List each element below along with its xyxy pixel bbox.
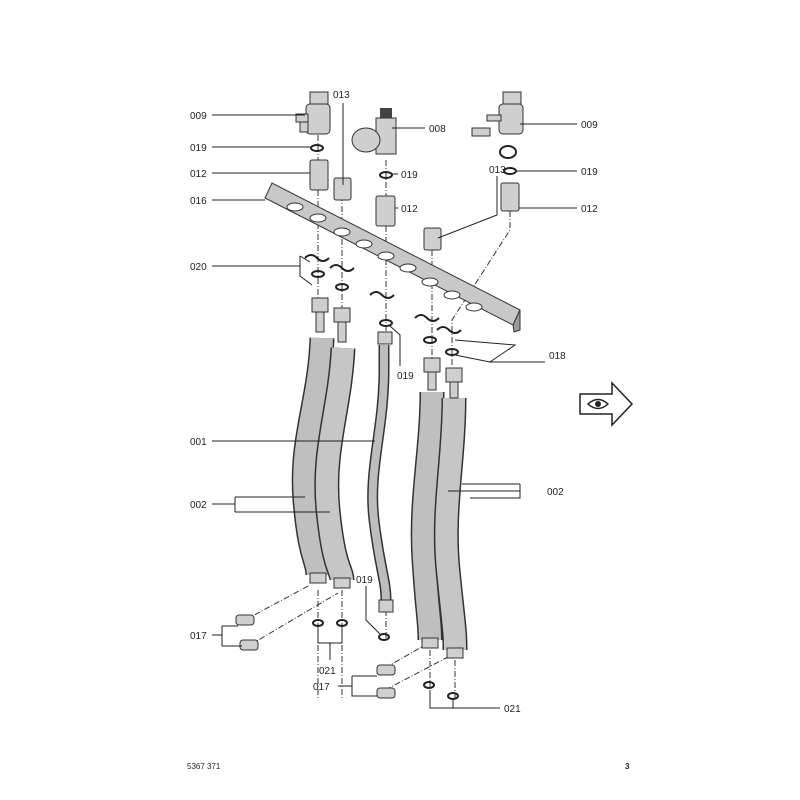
hose-nuts: [309, 297, 464, 659]
eye-arrow-icon: [579, 381, 634, 427]
callout-012-right: 012: [581, 204, 598, 215]
callout-001: 001: [190, 437, 207, 448]
callout-021-right: 021: [504, 704, 521, 715]
hose-clamps: [235, 614, 396, 699]
spring-clips: [304, 254, 462, 334]
callout-008: 008: [429, 124, 446, 135]
mounting-rail: [264, 182, 521, 333]
safety-valve: [351, 108, 397, 155]
callout-019-right: 019: [581, 167, 598, 178]
seal-rings: [310, 144, 517, 700]
unions-nipples: [309, 159, 520, 251]
callout-017-left: 017: [190, 631, 207, 642]
callout-021-left: 021: [319, 666, 336, 677]
callout-013-right: 013: [489, 165, 506, 176]
valve-right: [471, 91, 524, 159]
callout-013-left: 013: [333, 90, 350, 101]
callout-019-middle: 019: [401, 170, 418, 181]
leader-lines: [212, 103, 577, 709]
callout-016: 016: [190, 196, 207, 207]
document-number: 5367 371: [187, 762, 221, 771]
page-number: 3: [625, 762, 630, 771]
callout-002-right: 002: [547, 487, 564, 498]
callout-019-hose-bottom: 019: [356, 575, 373, 586]
callout-018: 018: [549, 351, 566, 362]
insulated-hoses: [291, 337, 468, 651]
callout-020: 020: [190, 262, 207, 273]
callout-012-middle: 012: [401, 204, 418, 215]
callout-002-left: 002: [190, 500, 207, 511]
callout-019-left: 019: [190, 143, 207, 154]
callout-017-right: 017: [313, 682, 330, 693]
valve-left: [295, 91, 331, 135]
callout-012-left: 012: [190, 169, 207, 180]
callout-009-right: 009: [581, 120, 598, 131]
callout-009-left: 009: [190, 111, 207, 122]
callout-019-hose-top: 019: [397, 371, 414, 382]
